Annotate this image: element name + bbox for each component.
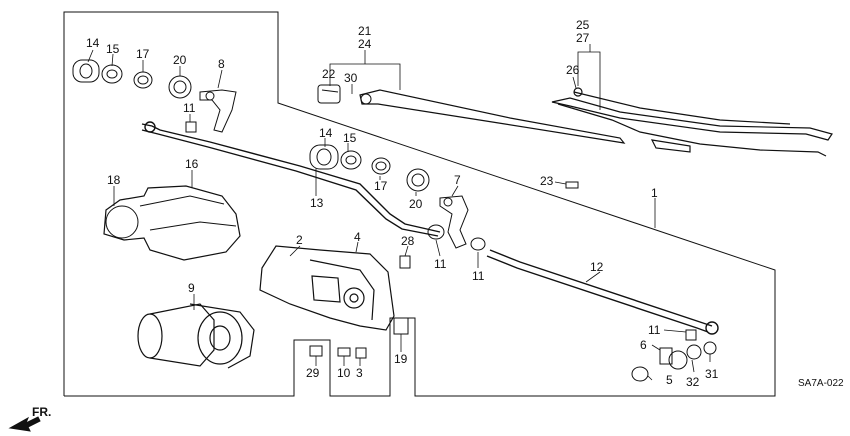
callout-19: 19 — [394, 352, 408, 366]
wiper-blade — [551, 87, 833, 157]
callout-5: 5 — [666, 373, 673, 387]
callout-2: 2 — [296, 233, 303, 247]
callout-18: 18 — [107, 173, 121, 187]
callout-1: 1 — [651, 186, 658, 200]
callout-8: 8 — [218, 57, 225, 71]
callout-9: 9 — [188, 281, 195, 295]
linkage-rod-12 — [486, 249, 719, 335]
callout-11: 11 — [183, 101, 196, 115]
callout-28: 28 — [401, 234, 415, 248]
callout-11-lower: 11 — [648, 323, 661, 337]
callout-21: 21 — [358, 24, 372, 38]
callout-20: 20 — [173, 53, 187, 67]
callout-20-mid: 20 — [409, 197, 423, 211]
callout-14: 14 — [86, 36, 100, 50]
callout-10: 10 — [337, 366, 351, 380]
front-direction-arrow — [8, 416, 41, 432]
callout-6: 6 — [640, 338, 647, 352]
callout-32: 32 — [686, 375, 700, 389]
callout-labels: 14 15 17 20 8 11 16 18 13 14 15 17 20 7 … — [32, 18, 844, 419]
callout-27: 27 — [576, 31, 590, 45]
callout-15-mid: 15 — [343, 131, 357, 145]
callout-30: 30 — [344, 71, 358, 85]
callout-25: 25 — [576, 18, 590, 32]
assembly-boundary — [63, 11, 776, 397]
callout-7: 7 — [454, 173, 461, 187]
middle-pivot-set — [309, 144, 486, 269]
callout-26: 26 — [566, 63, 580, 77]
linkage-rod-13 — [141, 121, 441, 237]
callout-17: 17 — [136, 47, 150, 61]
motor-cover — [103, 185, 241, 261]
callout-11-mid: 11 — [434, 257, 447, 271]
callout-14-mid: 14 — [319, 126, 333, 140]
callout-4: 4 — [354, 230, 361, 244]
diagram-code: SA7A-022 — [798, 378, 844, 389]
callout-11-right: 11 — [472, 269, 485, 283]
callout-13: 13 — [310, 196, 324, 210]
wiper-arm — [317, 84, 626, 144]
callout-3: 3 — [356, 366, 363, 380]
wiper-motor — [137, 303, 255, 369]
callout-29: 29 — [306, 366, 320, 380]
motor-bracket — [259, 245, 395, 331]
small-hardware — [309, 181, 717, 382]
callout-16: 16 — [185, 157, 199, 171]
callout-24: 24 — [358, 37, 372, 51]
upper-pivot-set — [72, 59, 237, 133]
callout-31: 31 — [705, 367, 719, 381]
callout-17-mid: 17 — [374, 179, 388, 193]
callout-15: 15 — [106, 42, 120, 56]
front-direction-label: FR. — [32, 405, 51, 419]
leader-lines — [87, 44, 711, 381]
callout-12: 12 — [590, 260, 604, 274]
callout-23: 23 — [540, 174, 554, 188]
callout-22: 22 — [322, 67, 336, 81]
